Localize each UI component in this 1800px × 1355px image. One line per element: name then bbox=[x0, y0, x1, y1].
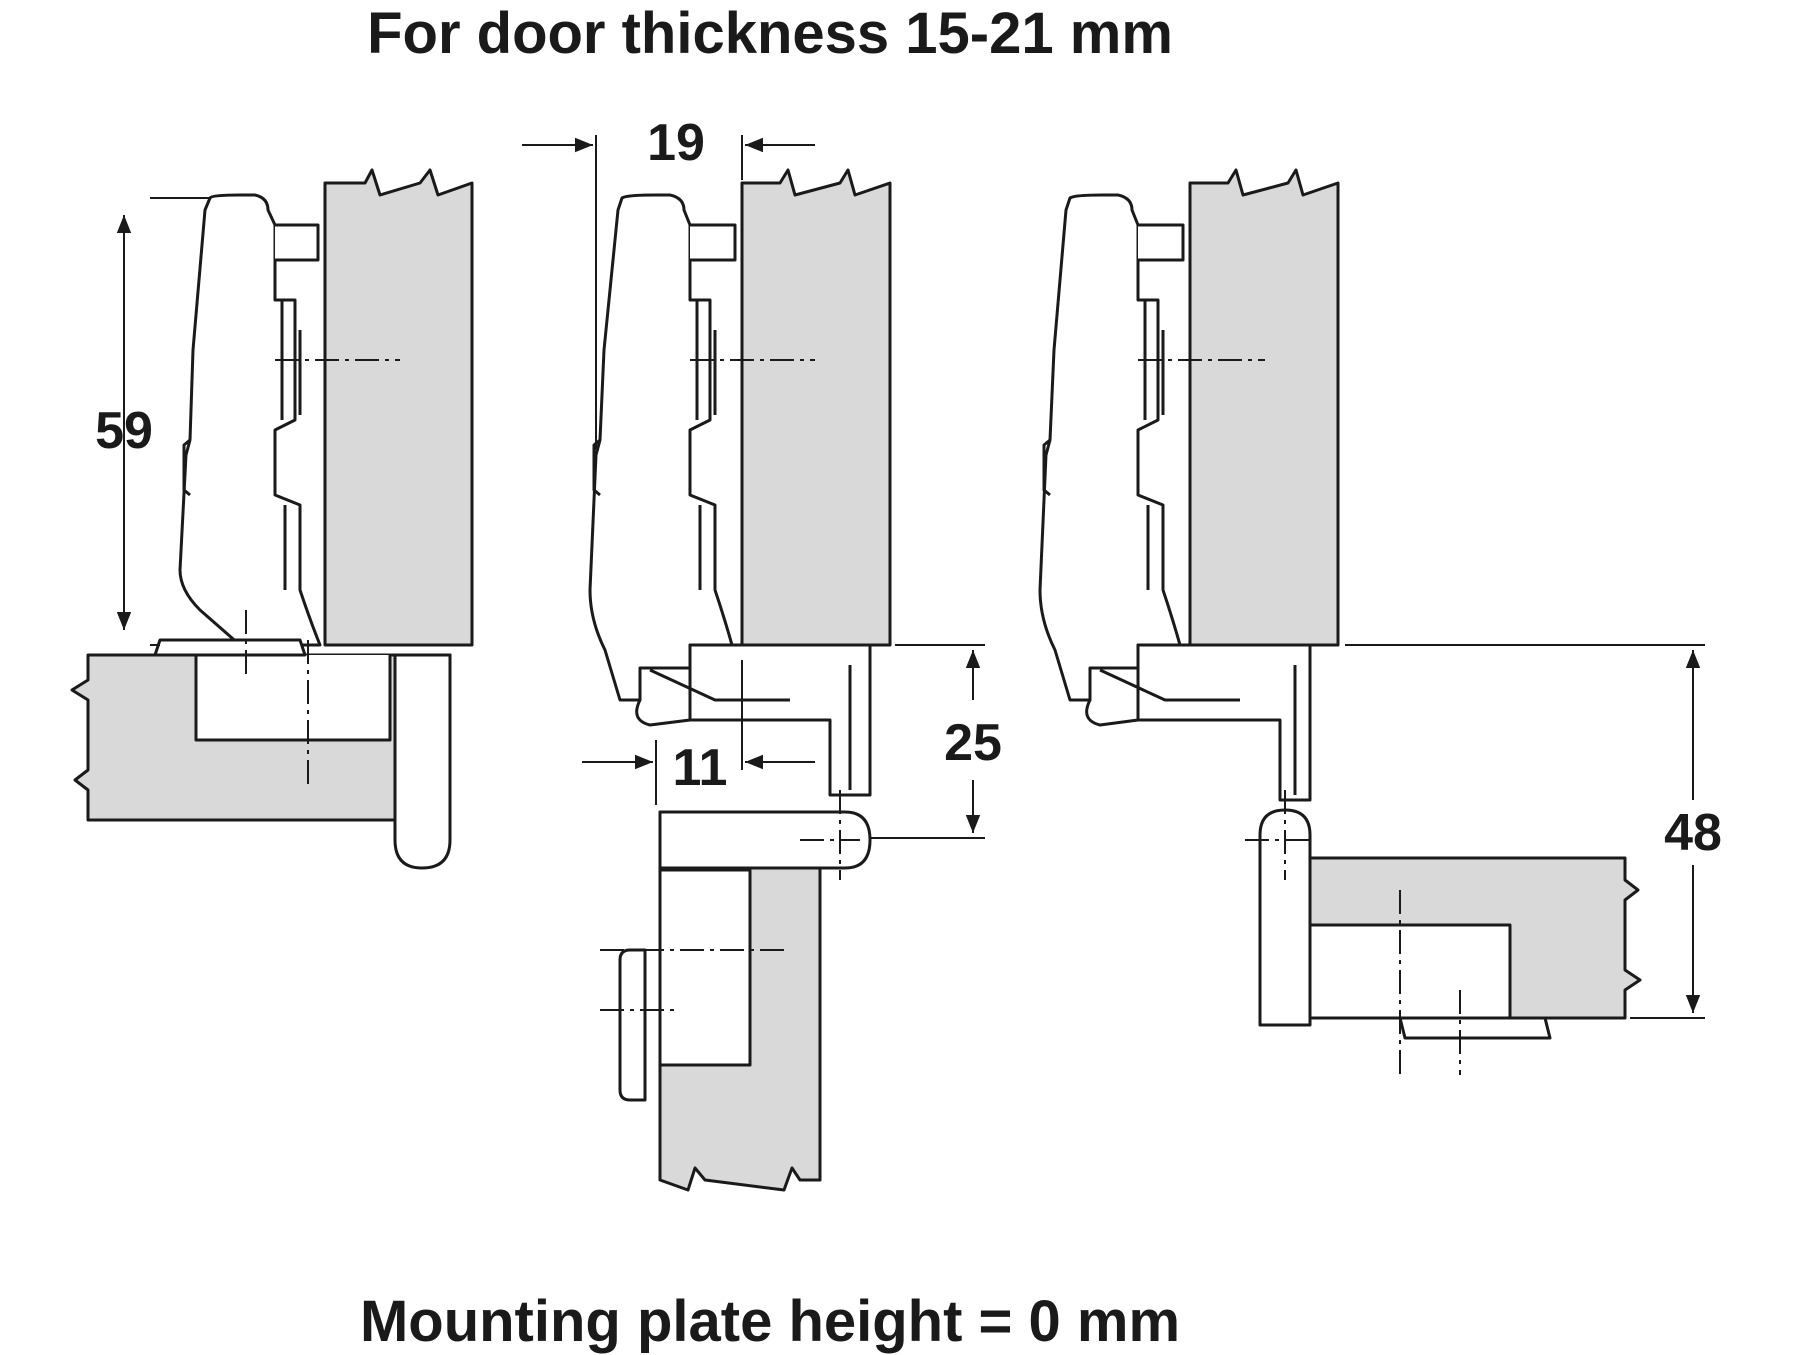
diagram-title: For door thickness 15-21 mm bbox=[367, 1, 1173, 66]
view-inset bbox=[1038, 168, 1642, 1075]
door-panel bbox=[323, 168, 474, 647]
view-half-overlay bbox=[588, 168, 892, 1192]
hinge-arm bbox=[178, 193, 322, 647]
dimension-59: 59 bbox=[95, 197, 210, 646]
cabinet-recess bbox=[194, 655, 392, 742]
mounting-plate bbox=[1398, 1016, 1552, 1040]
mounting-plate bbox=[153, 638, 307, 657]
end-cap bbox=[393, 653, 452, 870]
diagram-footer: Mounting plate height = 0 mm bbox=[359, 1289, 1181, 1354]
dimension-19-label: 19 bbox=[647, 114, 705, 172]
dimension-11: 11 bbox=[582, 660, 815, 805]
end-cap bbox=[1258, 808, 1312, 1027]
dimension-25: 25 bbox=[870, 644, 1002, 839]
hinge-arm bbox=[1038, 193, 1182, 702]
dimension-11-label: 11 bbox=[673, 739, 728, 797]
dimension-19: 19 bbox=[522, 114, 815, 450]
dimension-25-label: 25 bbox=[944, 714, 1002, 772]
dimension-59-label: 59 bbox=[95, 402, 153, 460]
door-panel bbox=[1188, 168, 1340, 647]
dimension-48: 48 bbox=[1345, 644, 1722, 1019]
view-full-overlay bbox=[70, 168, 474, 870]
cabinet-recess bbox=[658, 868, 752, 1067]
dimension-48-label: 48 bbox=[1664, 804, 1722, 862]
door-panel bbox=[740, 168, 892, 647]
end-cap bbox=[658, 810, 872, 870]
cabinet-recess bbox=[1308, 923, 1512, 1020]
hinge-arm bbox=[588, 193, 734, 702]
